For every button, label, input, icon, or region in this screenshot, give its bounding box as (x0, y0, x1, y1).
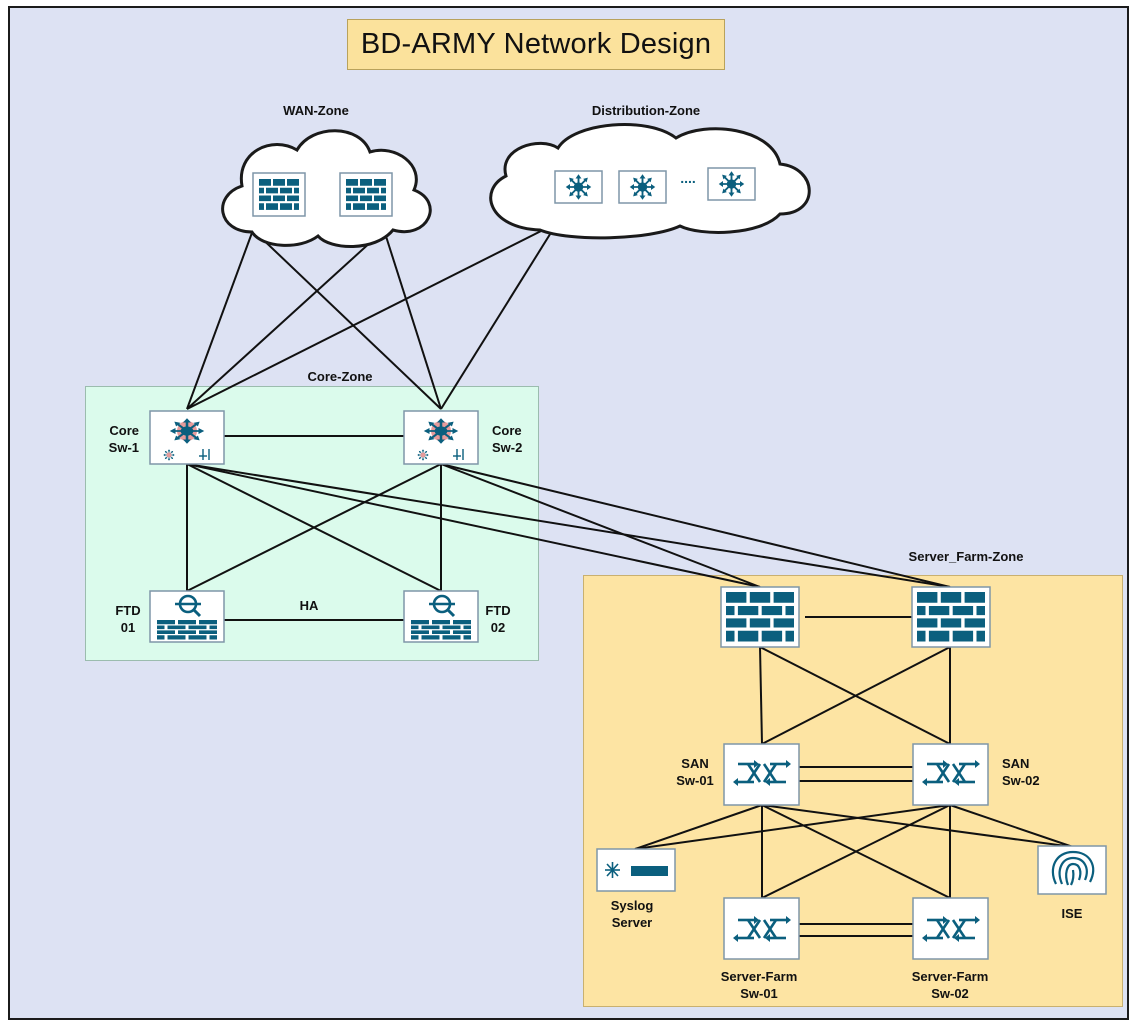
server-farm-zone-area (583, 575, 1123, 1007)
wan-cloud (221, 129, 432, 248)
server-farm-switch-02-icon (912, 897, 989, 960)
core-switch-2-icon (403, 410, 479, 465)
link-group (186, 222, 1074, 937)
syslog-server-icon (596, 848, 676, 892)
wan-zone-label: WAN-Zone (283, 103, 349, 118)
ftd-01-icon (149, 590, 225, 643)
san-switch-02-icon (912, 743, 989, 806)
distribution-ellipsis: .... (680, 170, 696, 186)
server-farm-firewall-1-icon (720, 586, 800, 648)
server-farm-firewall-2-icon (911, 586, 991, 648)
ftd-02-icon (403, 590, 479, 643)
server-farm-switch-01-icon (723, 897, 800, 960)
distribution-zone-label: Distribution-Zone (591, 103, 701, 118)
diagram-title: BD-ARMY Network Design (347, 19, 725, 70)
distribution-switch-2-icon (618, 170, 667, 204)
server-farm-zone-label: Server_Farm-Zone (908, 549, 1024, 564)
san-switch-01-icon (723, 743, 800, 806)
wan-firewall-2-icon (339, 172, 393, 217)
ise-fingerprint-icon (1037, 845, 1107, 895)
distribution-switch-3-icon (707, 167, 756, 201)
core-switch-1-icon (149, 410, 225, 465)
ha-link-label: HA (299, 598, 319, 613)
distribution-switch-1-icon (554, 170, 603, 204)
core-zone-label: Core-Zone (307, 369, 373, 384)
ise-label: ISE (1061, 906, 1083, 921)
wan-firewall-1-icon (252, 172, 306, 217)
